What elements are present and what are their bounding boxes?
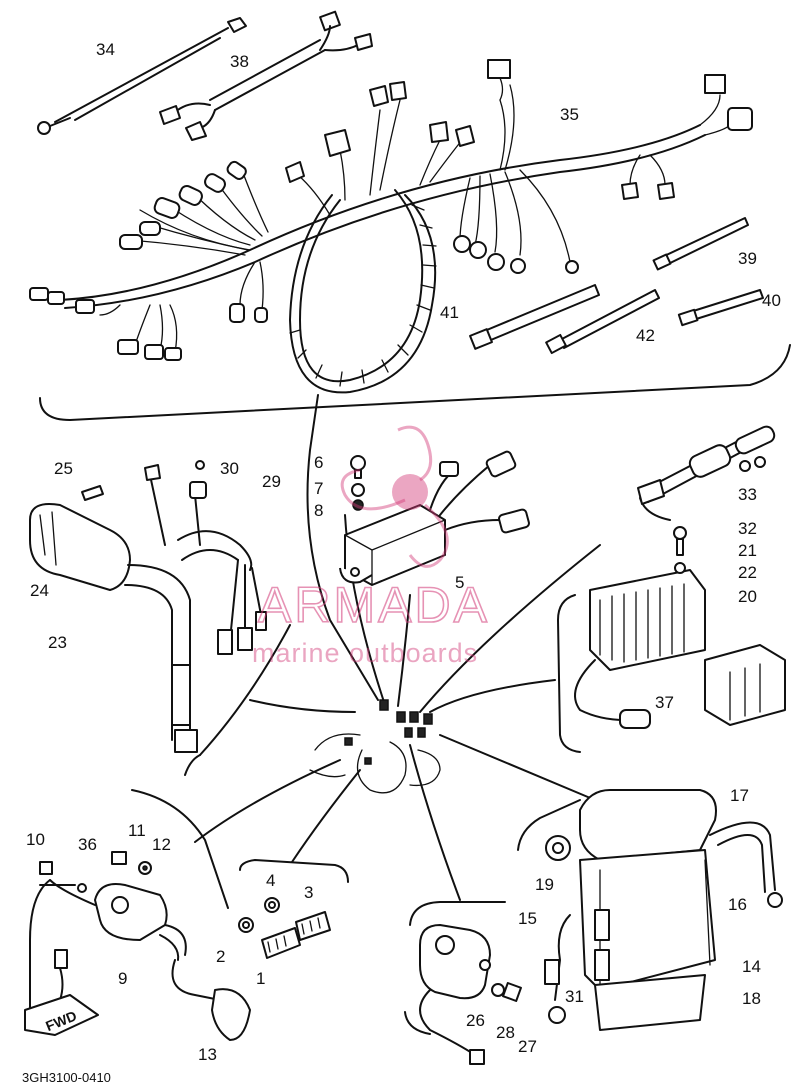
callout-21: 21 (738, 541, 757, 560)
callout-19: 19 (535, 875, 554, 894)
callout-2: 2 (216, 947, 225, 966)
cable-ties (469, 217, 764, 355)
callout-23: 23 (48, 633, 67, 652)
central-connector-cluster (309, 699, 441, 794)
callout-39: 39 (738, 249, 757, 268)
watermark-name: ARMADA (258, 577, 490, 633)
callout-27: 27 (518, 1037, 537, 1056)
callout-35: 35 (560, 105, 579, 124)
bolt-10 (39, 861, 53, 875)
cdi-unit-5 (339, 450, 530, 586)
callout-12: 12 (152, 835, 171, 854)
fwd-arrow (24, 994, 99, 1036)
bolts-washers-1-4 (238, 897, 331, 959)
starter-relay-26 (419, 924, 522, 1065)
nut-27 (502, 982, 522, 1002)
callout-30: 30 (220, 459, 239, 478)
callout-16: 16 (728, 895, 747, 914)
callout-24: 24 (30, 581, 49, 600)
callout-25: 25 (54, 459, 73, 478)
bolt-1 (261, 927, 301, 959)
callout-13: 13 (198, 1045, 217, 1064)
drawing-code: 3GH3100-0410 (22, 1070, 111, 1085)
bolt-6 (350, 455, 366, 471)
callout-20: 20 (738, 587, 757, 606)
callout-14: 14 (742, 957, 761, 976)
callout-34: 34 (96, 40, 115, 59)
callout-5: 5 (455, 573, 464, 592)
main-wire-harness-35 (29, 59, 753, 394)
bolt-3 (295, 911, 331, 941)
callout-7: 7 (314, 479, 323, 498)
callout-37: 37 (655, 693, 674, 712)
plug-cap-13 (211, 988, 251, 1041)
sub-lead-38 (159, 10, 373, 141)
callout-15: 15 (518, 909, 537, 928)
watermark-logo: ARMADA marine outboards (252, 425, 490, 668)
callout-labels: 34 38 35 39 40 41 42 25 30 29 24 23 6 7 … (26, 40, 781, 1064)
callout-6: 6 (314, 453, 323, 472)
tie-40 (689, 289, 764, 321)
callout-28: 28 (496, 1023, 515, 1042)
starter-motor-9 (24, 851, 251, 1041)
battery-tray-18 (594, 974, 706, 1031)
washer-7 (351, 483, 365, 497)
callout-4: 4 (266, 871, 275, 890)
watermark-hub-icon (392, 474, 428, 510)
bolt-11 (111, 851, 127, 865)
wire-boot-assembly-23 (29, 485, 198, 753)
callout-9: 9 (118, 969, 127, 988)
washer-22 (674, 562, 686, 574)
callout-1: 1 (256, 969, 265, 988)
callout-10: 10 (26, 830, 45, 849)
battery-cover-17 (579, 789, 717, 861)
callout-33: 33 (738, 485, 757, 504)
collar-8 (352, 499, 364, 511)
callout-8: 8 (314, 501, 323, 520)
clamp-36 (77, 883, 87, 893)
rectifier-regulator-20 (574, 526, 786, 729)
callout-32: 32 (738, 519, 757, 538)
lead-assembly-33 (637, 425, 776, 505)
watermark-tagline: marine outboards (252, 638, 478, 668)
callout-38: 38 (230, 52, 249, 71)
callout-3: 3 (304, 883, 313, 902)
callout-31: 31 (565, 987, 584, 1006)
sub-lead-29 (144, 460, 267, 655)
callout-18: 18 (742, 989, 761, 1008)
tie-39 (659, 217, 749, 267)
group-brackets (39, 344, 791, 1035)
callout-29: 29 (262, 472, 281, 491)
callout-40: 40 (762, 291, 781, 310)
bolt-21 (673, 526, 687, 540)
battery-assembly-14 (544, 789, 783, 1031)
nut-28 (491, 983, 505, 997)
callout-26: 26 (466, 1011, 485, 1030)
part-25 (81, 485, 104, 501)
callout-17: 17 (730, 786, 749, 805)
callout-22: 22 (738, 563, 757, 582)
callout-41: 41 (440, 303, 459, 322)
callout-36: 36 (78, 835, 97, 854)
lead-wire-34 (37, 17, 247, 135)
callout-42: 42 (636, 326, 655, 345)
callout-11: 11 (128, 821, 146, 840)
